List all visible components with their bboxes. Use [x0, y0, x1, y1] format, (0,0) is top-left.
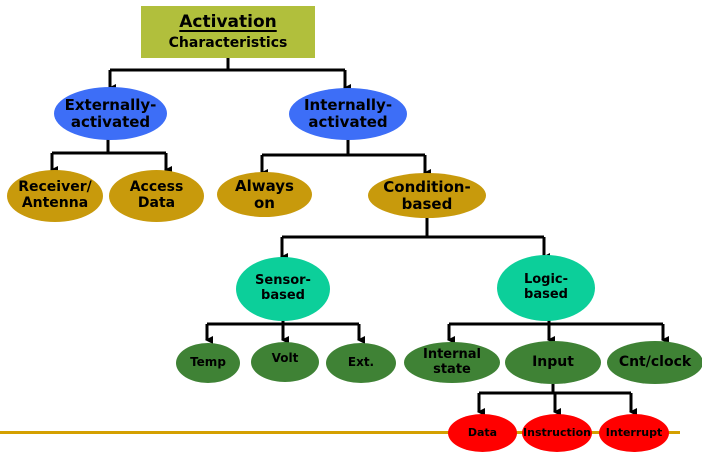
node-label: Data: [467, 425, 498, 439]
node-label-line1: Receiver/: [18, 179, 92, 196]
node-input: Input: [505, 341, 601, 384]
node-label: Input: [532, 353, 574, 370]
node-label-line2: Data: [137, 195, 176, 211]
node-label-line2: on: [254, 193, 275, 212]
node-sensor-based: Sensor- based: [236, 257, 330, 321]
node-condition-based: Condition- based: [368, 173, 486, 218]
node-temp: Temp: [176, 343, 240, 383]
node-always-on: Always on: [217, 172, 312, 217]
node-label-line2: based: [261, 288, 305, 303]
node-receiver-antenna: Receiver/ Antenna: [7, 170, 103, 222]
node-label-line2: activated: [308, 113, 388, 131]
footer-rule: [0, 431, 680, 434]
node-label: Temp: [190, 355, 226, 370]
node-label: Interrupt: [605, 425, 663, 439]
node-interrupt: Interrupt: [599, 414, 669, 452]
node-label-line1: Externally-: [64, 95, 157, 114]
node-access-data: Access Data: [109, 170, 204, 222]
node-label-line1: Always: [235, 177, 294, 195]
node-instruction: Instruction: [522, 414, 592, 452]
node-label-line1: Internally-: [303, 96, 393, 115]
node-label-line1: Access: [129, 179, 184, 196]
node-internal-state: Internal state: [404, 342, 500, 383]
root-title: Activation: [179, 11, 277, 32]
node-label-line2: based: [401, 194, 453, 213]
node-label: Volt: [271, 351, 299, 365]
node-label-line2: activated: [70, 112, 151, 131]
node-logic-based: Logic- based: [497, 255, 595, 321]
node-data: Data: [448, 414, 517, 452]
node-label-line1: Internal: [422, 346, 482, 362]
node-label: Instruction: [523, 425, 591, 439]
node-ext: Ext.: [326, 343, 396, 383]
node-volt: Volt: [251, 342, 319, 382]
node-label: Cnt/clock: [618, 353, 692, 370]
node-label-line2: based: [524, 287, 568, 302]
root-subtitle: Characteristics: [168, 34, 288, 51]
node-label-line1: Sensor-: [255, 273, 311, 289]
node-activation-characteristics: Activation Characteristics: [141, 6, 315, 58]
node-label-line1: Condition-: [383, 178, 471, 196]
node-label-line2: state: [433, 361, 471, 377]
node-label: Ext.: [347, 355, 375, 370]
node-label-line2: Antenna: [21, 195, 89, 211]
node-cnt-clock: Cnt/clock: [607, 341, 702, 384]
node-externally-activated: Externally- activated: [54, 87, 167, 140]
node-internally-activated: Internally- activated: [289, 88, 407, 140]
node-label-line1: Logic-: [523, 272, 569, 288]
